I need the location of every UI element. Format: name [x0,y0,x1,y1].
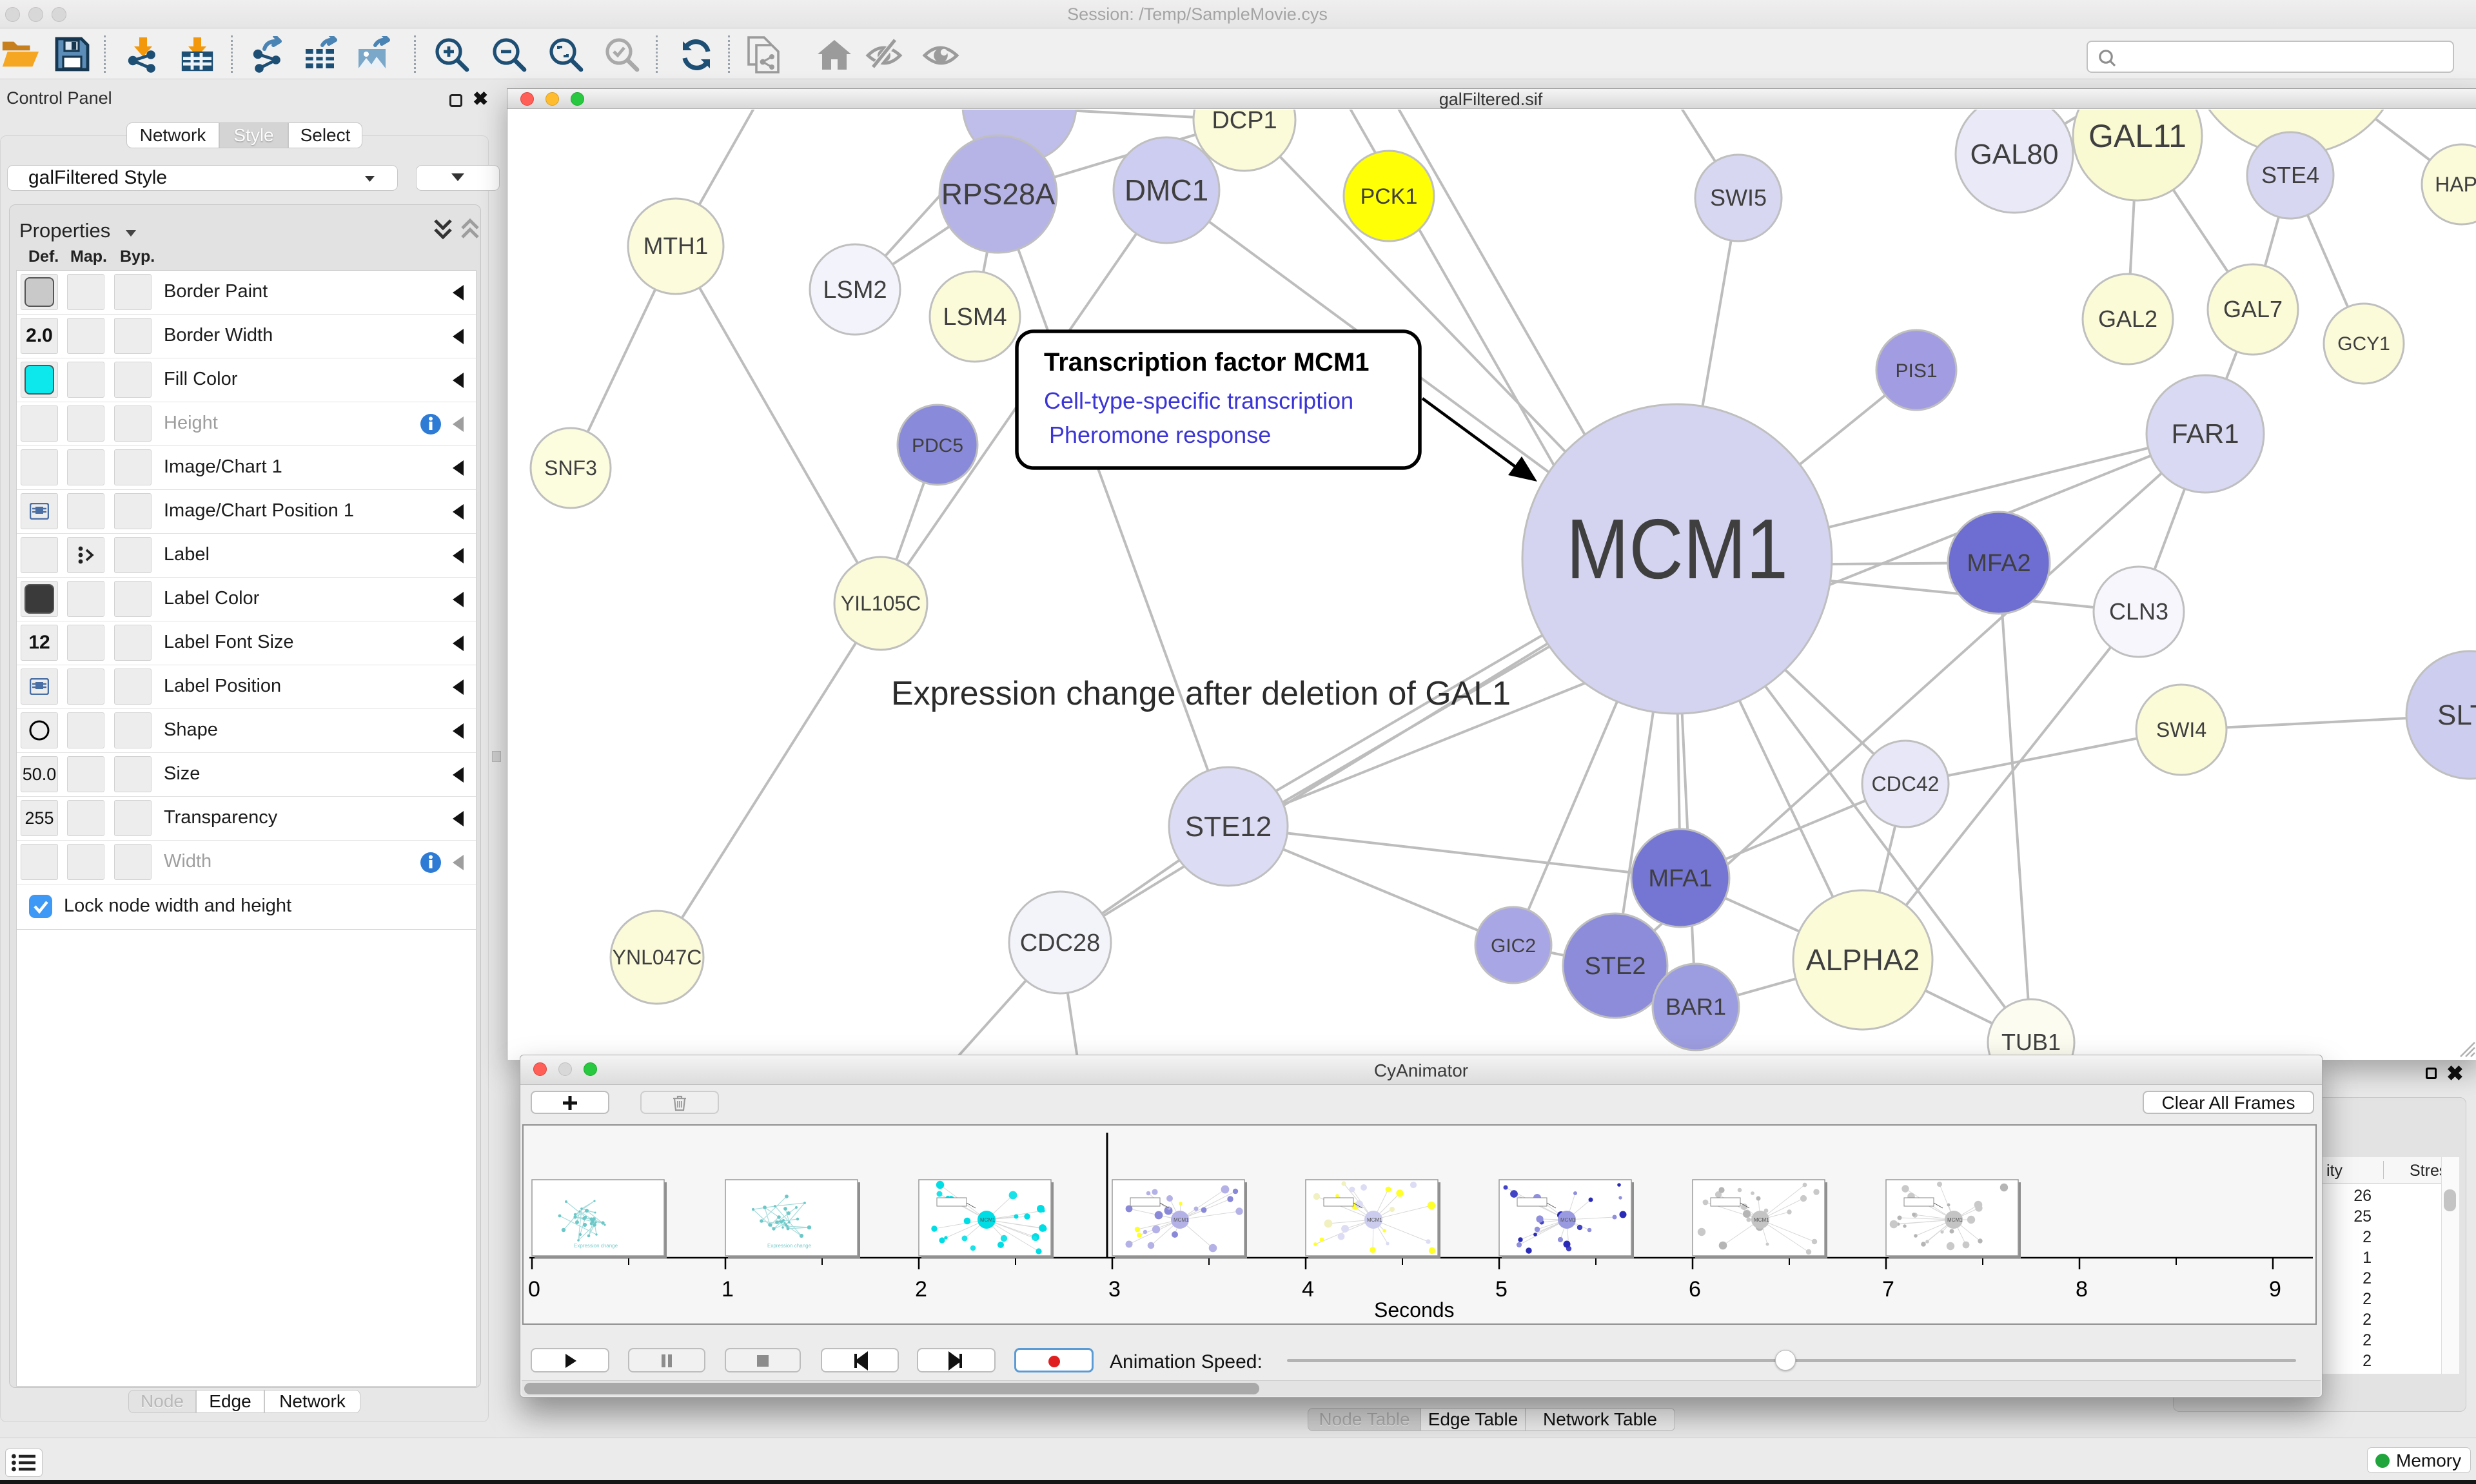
svg-text:MCM1: MCM1 [1754,1217,1769,1223]
svg-text:LSM4: LSM4 [943,304,1007,331]
svg-text:YNL047C: YNL047C [613,946,702,969]
svg-text:PIS1: PIS1 [1895,360,1937,382]
svg-text:PDC5: PDC5 [912,435,963,456]
svg-text:8: 8 [2076,1277,2088,1302]
svg-text:Expression change after deleti: Expression change after deletion of GAL1 [891,675,1511,712]
svg-text:1: 1 [722,1277,734,1302]
svg-text:STE2: STE2 [1584,953,1646,980]
svg-text:ALPHA2: ALPHA2 [1806,943,1920,977]
svg-text:BAR1: BAR1 [1665,993,1726,1020]
svg-text:5: 5 [1495,1277,1508,1302]
svg-text:MFA1: MFA1 [1648,865,1712,892]
svg-text:TUB1: TUB1 [2001,1029,2061,1055]
svg-text:YIL105C: YIL105C [841,592,921,615]
svg-text:STE12: STE12 [1185,811,1272,843]
svg-text:MCM1: MCM1 [1566,502,1788,596]
svg-text:SLT2: SLT2 [2437,699,2476,731]
svg-text:Pheromone response: Pheromone response [1049,422,1271,448]
svg-text:9: 9 [2269,1277,2281,1302]
svg-text:3: 3 [1108,1277,1121,1302]
svg-text:MTH1: MTH1 [644,233,709,259]
svg-text:MCM1: MCM1 [980,1217,996,1223]
svg-text:PCK1: PCK1 [1361,184,1418,209]
svg-text:STE4: STE4 [2261,162,2319,188]
svg-text:GAL7: GAL7 [2223,296,2283,322]
svg-text:MCM1: MCM1 [1367,1217,1382,1223]
svg-text:GCY1: GCY1 [2337,333,2390,355]
svg-text:MCM1: MCM1 [1174,1217,1189,1223]
svg-text:SWI4: SWI4 [2156,718,2206,741]
svg-text:Expression change: Expression change [574,1243,618,1249]
svg-text:4: 4 [1302,1277,1314,1302]
svg-text:MFA2: MFA2 [1967,550,2030,577]
svg-text:GAL2: GAL2 [2098,306,2157,332]
svg-text:RPS28A: RPS28A [941,177,1056,211]
svg-text:Transcription factor MCM1: Transcription factor MCM1 [1044,348,1370,376]
svg-text:DCP1: DCP1 [1212,110,1277,134]
svg-text:CDC42: CDC42 [1872,772,1940,796]
svg-text:0: 0 [528,1277,540,1302]
svg-text:MCM1: MCM1 [1560,1217,1576,1223]
svg-text:GIC2: GIC2 [1491,935,1536,957]
svg-text:LSM2: LSM2 [823,277,887,304]
svg-text:SWI5: SWI5 [1710,184,1767,211]
svg-text:2: 2 [915,1277,927,1302]
svg-text:CLN3: CLN3 [2109,598,2168,625]
svg-text:DMC1: DMC1 [1125,173,1208,207]
svg-text:HAP2: HAP2 [2435,173,2476,196]
svg-text:SNF3: SNF3 [544,456,597,480]
svg-text:Cell-type-specific transcripti: Cell-type-specific transcription [1044,387,1353,414]
svg-text:Seconds: Seconds [1374,1298,1455,1322]
svg-text:MCM1: MCM1 [1947,1217,1963,1223]
svg-text:Expression change: Expression change [767,1243,812,1249]
svg-text:7: 7 [1882,1277,1894,1302]
svg-text:CDC28: CDC28 [1020,930,1101,957]
svg-text:6: 6 [1689,1277,1701,1302]
svg-text:GAL80: GAL80 [1970,139,2059,170]
svg-text:GAL11: GAL11 [2088,118,2186,154]
svg-text:FAR1: FAR1 [2171,418,2239,449]
